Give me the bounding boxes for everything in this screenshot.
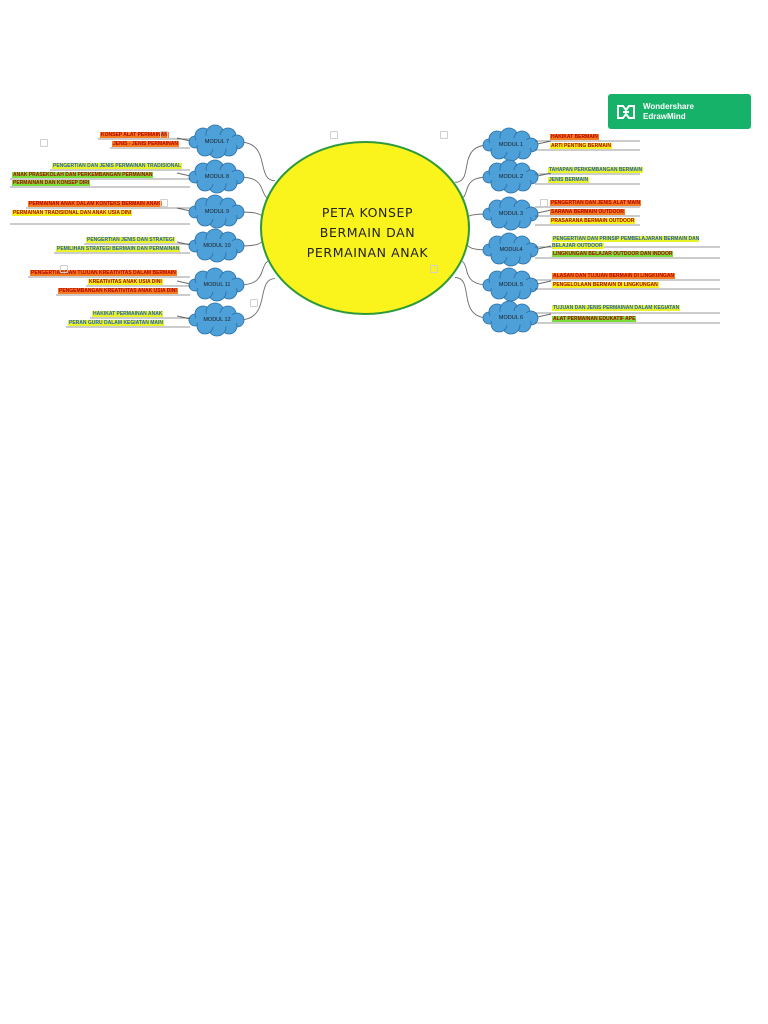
module-7-label[interactable]: MODUL 7 — [204, 139, 230, 145]
leaf-item[interactable]: TAHAPAN PERKEMBANGAN BERMAIN — [548, 167, 644, 173]
module-9-label[interactable]: MODUL 9 — [204, 209, 230, 215]
module-2-label[interactable]: MODUL 2 — [498, 174, 524, 180]
leaf-item[interactable]: ALAT PERMAINAN EDUKATIF APE — [552, 316, 637, 322]
leaf-item[interactable]: HAKIKAT PERMAINAN ANAK — [92, 311, 164, 317]
leaf-item[interactable]: PENGERTIAN DAN TUJUAN KREATIVITAS DALAM … — [30, 270, 177, 276]
leaf-item[interactable]: SARANA BERMAIN OUTDOOR — [550, 209, 625, 215]
edrawmind-logo[interactable]: Wondershare EdrawMind — [608, 94, 751, 129]
module-cloud-left[interactable] — [188, 228, 245, 263]
module-cloud-right[interactable] — [482, 127, 539, 162]
leaf-item[interactable]: TUJUAN DAN JENIS PERMAINAN DALAM KEGIATA… — [552, 305, 681, 311]
leaf-item[interactable]: PENGELOLAAN BERMAIN DI LINGKUNGAN — [552, 282, 659, 288]
leaf-item[interactable]: KREATIVITAS ANAK USIA DINI — [88, 279, 163, 285]
leaf-item[interactable]: PENGERTIAN DAN JENIS PERMAINAN TRADISION… — [52, 163, 183, 169]
leaf-item[interactable]: HAKIKAT BERMAIN — [550, 134, 599, 140]
module-cloud-right[interactable] — [482, 232, 539, 267]
leaf-item[interactable]: JENIS BERMAIN — [548, 177, 590, 183]
center-topic-ellipse[interactable] — [260, 141, 470, 315]
module-cloud-right[interactable] — [482, 267, 539, 302]
watermark — [440, 128, 476, 142]
module-8-label[interactable]: MODUL 8 — [204, 174, 230, 180]
leaf-item[interactable]: PEMILIHAN STRATEGI BERMAIN DAN PERMAINAN — [56, 246, 181, 252]
module-cloud-right[interactable] — [482, 196, 539, 231]
leaf-item[interactable]: ANAK PRASEKOLAH DAN PERKEMBANGAN PERMAIN… — [12, 172, 154, 178]
edrawmind-logo-icon — [616, 103, 636, 121]
module-1-label[interactable]: MODUL 1 — [498, 142, 524, 148]
center-topic-title: PETA KONSEP BERMAIN DAN PERMAINAN ANAK — [280, 203, 455, 263]
leaf-item[interactable]: LINGKUNGAN BELAJAR OUTDOOR DAN INDOOR — [552, 251, 674, 257]
watermark — [430, 262, 466, 276]
watermark — [330, 128, 366, 142]
leaf-item[interactable]: KONSEP ALAT PERMAINAN — [100, 132, 169, 138]
watermark — [160, 128, 196, 142]
center-title-line2: BERMAIN DAN — [319, 225, 416, 240]
module-11-label[interactable]: MODUL 11 — [203, 282, 231, 288]
leaf-item[interactable]: PERMAINAN ANAK DALAM KONTEKS BERMAIN ANA… — [28, 201, 162, 207]
brand-line2: EdrawMind — [643, 111, 686, 121]
module-10-label[interactable]: MODUL 10 — [203, 243, 231, 249]
watermark — [160, 196, 196, 210]
module-cloud-left[interactable] — [188, 124, 245, 159]
leaf-item[interactable]: PENGERTIAN JENIS DAN STRATEGI — [86, 237, 176, 243]
leaf-item[interactable]: PRASARANA BERMAIN OUTDOOR — [550, 218, 636, 224]
center-title-line3: PERMAINAN ANAK — [306, 245, 429, 260]
leaf-item[interactable]: PERAN GURU DALAM KEGIATAN MAIN — [68, 320, 164, 326]
leaf-item[interactable]: ARTI PENTING BERMAIN — [550, 143, 612, 149]
module-cloud-right[interactable] — [482, 159, 539, 194]
module-5-label[interactable]: MODUL 5 — [498, 282, 524, 288]
module-cloud-left[interactable] — [188, 267, 245, 302]
leaf-item[interactable]: JENIS - JENIS PERMAINAN — [112, 141, 180, 147]
leaf-item[interactable]: ALASAN DAN TUJUAN BERMAIN DI LINGKUNGAN — [552, 273, 676, 279]
connector-left — [238, 278, 276, 321]
connector-right — [454, 277, 490, 319]
leaf-item[interactable]: PENGERTIAN DAN PRINSIP PEMBELAJARAN BERM… — [552, 236, 700, 249]
leaf-underlines — [10, 138, 720, 328]
module-cloud-left[interactable] — [188, 302, 245, 337]
leaf-item[interactable]: PERMAINAN DAN KONSEP DIRI — [12, 180, 91, 186]
module-12-label[interactable]: MODUL 12 — [203, 317, 231, 323]
leaf-item[interactable]: PENGEMBANGAN KREATIVITAS ANAK USIA DINI — [58, 288, 178, 294]
leaf-item[interactable]: PERMAINAN TRADISIONAL DAN ANAK USIA DINI — [12, 210, 133, 216]
watermark — [40, 136, 76, 150]
module-cloud-left[interactable] — [188, 194, 245, 229]
module-3-label[interactable]: MODUL 3 — [498, 211, 524, 217]
connector-left — [238, 141, 276, 182]
leaf-item[interactable]: PENGERTIAN DAN JENIS ALAT MAIN — [550, 200, 642, 206]
module-6-label[interactable]: MODUL 6 — [498, 315, 524, 321]
module-cloud-left[interactable] — [188, 159, 245, 194]
watermark — [540, 196, 576, 210]
center-title-line1: PETA KONSEP — [321, 205, 414, 220]
connector-right — [454, 144, 490, 183]
watermark — [60, 262, 96, 276]
module-4-label[interactable]: MODUL4 — [499, 247, 523, 253]
watermark — [250, 296, 286, 310]
module-cloud-right[interactable] — [482, 300, 539, 335]
module-nodes — [188, 124, 539, 337]
brand-line1: Wondershare — [643, 101, 694, 111]
